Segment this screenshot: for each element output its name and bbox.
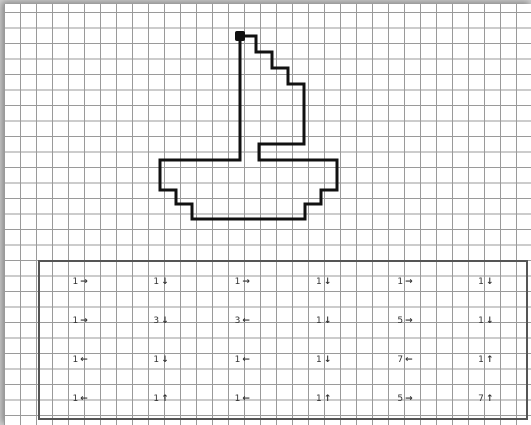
step-count: 7	[478, 394, 484, 404]
step-count: 5	[397, 316, 403, 326]
instruction-row: 1←1↓1←1↓7←1↑	[39, 340, 527, 379]
instruction-cell: 5→	[364, 379, 445, 419]
arrow-down-icon: ↓	[324, 277, 332, 287]
instruction-cell: 1→	[364, 261, 445, 301]
instruction-cell: 1→	[39, 261, 120, 301]
arrow-up-icon: ↑	[486, 394, 494, 404]
step-count: 1	[478, 355, 484, 365]
arrow-right-icon: →	[405, 316, 413, 326]
instruction-cell: 5→	[364, 301, 445, 340]
step-count: 1	[316, 277, 322, 287]
instruction-cell: 1←	[202, 379, 283, 419]
arrow-left-icon: ←	[242, 316, 250, 326]
step-count: 1	[73, 355, 79, 365]
arrow-down-icon: ↓	[486, 277, 494, 287]
sailboat-drawing	[4, 4, 531, 254]
step-count: 1	[316, 355, 322, 365]
step-count: 1	[73, 316, 79, 326]
instruction-cell: 1→	[39, 301, 120, 340]
arrow-up-icon: ↑	[161, 394, 169, 404]
step-count: 1	[73, 394, 79, 404]
step-count: 1	[153, 355, 159, 365]
arrow-right-icon: →	[405, 394, 413, 404]
instruction-row: 1→1↓1→1↓1→1↓	[39, 261, 527, 301]
arrow-right-icon: →	[80, 316, 88, 326]
arrow-down-icon: ↓	[324, 355, 332, 365]
step-count: 1	[235, 355, 241, 365]
instructions-table: 1→1↓1→1↓1→1↓1→3↓3←1↓5→1↓1←1↓1←1↓7←1↑1←1↑…	[38, 260, 528, 420]
instruction-cell: 1↓	[446, 301, 527, 340]
instruction-cell: 1↓	[446, 261, 527, 301]
instruction-cell: 1←	[39, 340, 120, 379]
arrow-up-icon: ↑	[486, 355, 494, 365]
instruction-row: 1←1↑1←1↑5→7↑	[39, 379, 527, 419]
arrow-left-icon: ←	[242, 355, 250, 365]
step-count: 5	[397, 394, 403, 404]
sailboat-outline	[160, 36, 337, 219]
step-count: 1	[316, 394, 322, 404]
instruction-cell: 1←	[39, 379, 120, 419]
instruction-cell: 1↑	[446, 340, 527, 379]
start-point-marker	[235, 31, 245, 41]
instruction-cell: 1←	[202, 340, 283, 379]
arrow-left-icon: ←	[80, 355, 88, 365]
instruction-row: 1→3↓3←1↓5→1↓	[39, 301, 527, 340]
arrow-up-icon: ↑	[324, 394, 332, 404]
arrow-right-icon: →	[80, 277, 88, 287]
arrow-down-icon: ↓	[486, 316, 494, 326]
arrow-left-icon: ←	[405, 355, 413, 365]
arrow-left-icon: ←	[80, 394, 88, 404]
instruction-cell: 1↓	[120, 340, 201, 379]
instruction-cell: 1→	[202, 261, 283, 301]
instruction-cell: 3←	[202, 301, 283, 340]
instruction-cell: 1↓	[283, 301, 364, 340]
instruction-cell: 1↓	[283, 340, 364, 379]
step-count: 1	[153, 394, 159, 404]
instruction-cell: 1↑	[283, 379, 364, 419]
grid-paper: 1→1↓1→1↓1→1↓1→3↓3←1↓5→1↓1←1↓1←1↓7←1↑1←1↑…	[4, 4, 531, 425]
arrow-down-icon: ↓	[161, 277, 169, 287]
arrow-down-icon: ↓	[161, 316, 169, 326]
instruction-cell: 1↓	[283, 261, 364, 301]
step-count: 1	[235, 277, 241, 287]
step-count: 7	[397, 355, 403, 365]
step-count: 1	[73, 277, 79, 287]
arrow-down-icon: ↓	[324, 316, 332, 326]
step-count: 1	[397, 277, 403, 287]
instruction-cell: 1↑	[120, 379, 201, 419]
arrow-right-icon: →	[242, 277, 250, 287]
instruction-cell: 7←	[364, 340, 445, 379]
step-count: 1	[478, 277, 484, 287]
arrow-right-icon: →	[405, 277, 413, 287]
step-count: 1	[316, 316, 322, 326]
instruction-cell: 1↓	[120, 261, 201, 301]
instruction-cell: 3↓	[120, 301, 201, 340]
arrow-left-icon: ←	[242, 394, 250, 404]
step-count: 3	[153, 316, 159, 326]
step-count: 1	[478, 316, 484, 326]
step-count: 1	[153, 277, 159, 287]
step-count: 3	[235, 316, 241, 326]
step-count: 1	[235, 394, 241, 404]
arrow-down-icon: ↓	[161, 355, 169, 365]
instruction-cell: 7↑	[446, 379, 527, 419]
